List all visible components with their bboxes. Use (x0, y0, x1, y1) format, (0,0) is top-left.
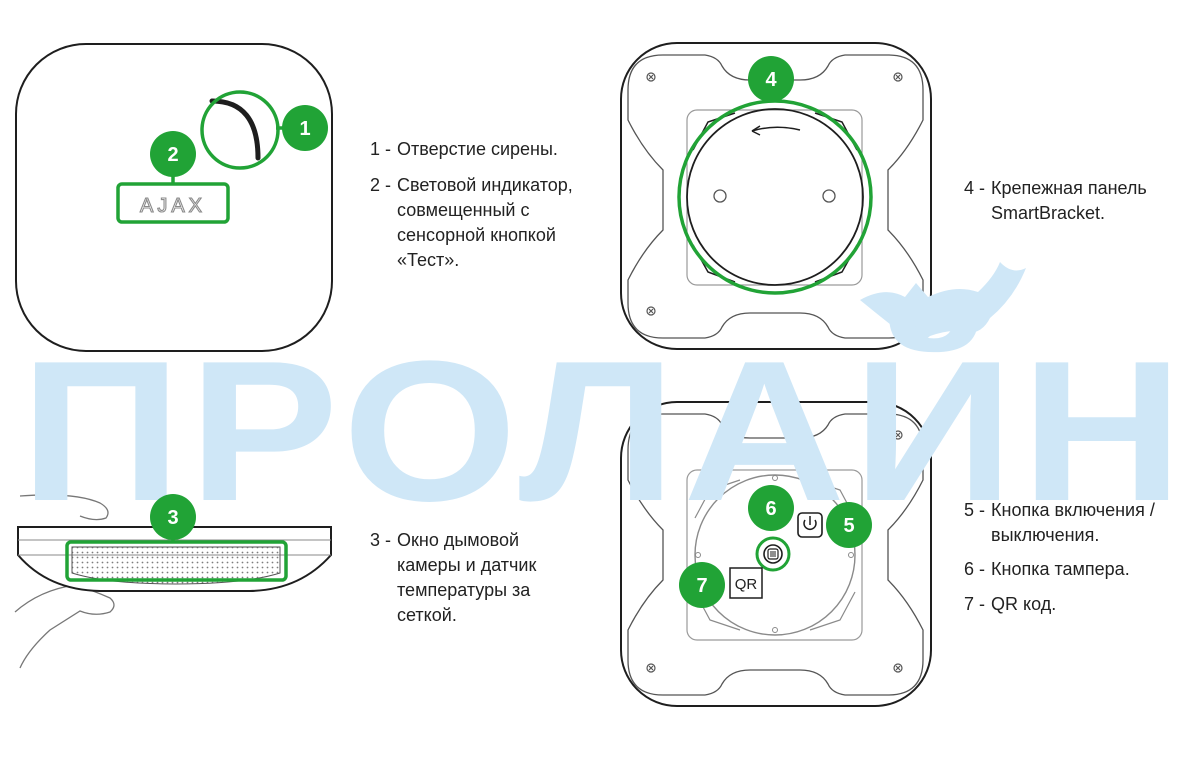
callout-number-4: 4 (765, 69, 777, 91)
tamper-highlight-circle (755, 536, 791, 572)
caption-6-number: 6 - (964, 559, 986, 579)
caption-1: 1 - Отверстие сирены. (370, 137, 590, 162)
callout-number-3: 3 (167, 507, 178, 529)
callout-number-5: 5 (843, 515, 854, 537)
qr-code: QR (729, 567, 763, 599)
device-back-view: QR (620, 401, 932, 707)
callout-badge-3: 3 (150, 494, 196, 540)
caption-7-number: 7 - (964, 594, 986, 614)
caption-4: 4 - Крепежная панель SmartBracket. (964, 176, 1164, 226)
callout-badges: 1 2 3 4 5 6 7 (150, 56, 872, 608)
callout-number-2: 2 (167, 144, 178, 166)
caption-2: 2 - Световой индикатор, совмещенный с се… (370, 173, 610, 273)
screw-icon (646, 430, 903, 673)
caption-1-number: 1 - (370, 139, 392, 159)
back-contour (627, 413, 924, 696)
qr-label: QR (735, 576, 758, 593)
caption-3: 3 - Окно дымовой камеры и датчик темпера… (370, 528, 585, 628)
mount-hole-right (822, 189, 836, 203)
watermark: ПРОЛАЙН (20, 262, 1190, 543)
tamper-icon (763, 544, 783, 564)
caption-5-number: 5 - (964, 500, 986, 520)
power-icon (797, 512, 823, 538)
caption-1-text: Отверстие сирены. (397, 139, 558, 159)
callout-badge-7: 7 (679, 562, 725, 608)
mount-hole-left (713, 189, 727, 203)
rotation-arrow-icon (751, 125, 801, 136)
callout-badge-6: 6 (748, 485, 794, 531)
caption-7: 7 - QR код. (964, 592, 1189, 617)
smoke-chamber-mesh (71, 546, 281, 585)
device-front-view: AJAX (15, 43, 333, 352)
callout-badge-4: 4 (748, 56, 794, 102)
bracket-disc (686, 108, 864, 286)
callout-number-7: 7 (696, 575, 707, 597)
smartbracket-view (620, 42, 932, 350)
callout-badge-5: 5 (826, 502, 872, 548)
bat-icon (860, 262, 1026, 346)
caption-6-text: Кнопка тампера. (991, 559, 1130, 579)
callout-badge-2: 2 (150, 131, 196, 177)
bracket-contour (627, 54, 924, 339)
caption-3-number: 3 - (370, 530, 392, 550)
caption-4-number: 4 - (964, 178, 986, 198)
caption-5: 5 - Кнопка включения / выключения. (964, 498, 1189, 548)
siren-hole-icon (209, 98, 261, 161)
caption-5-text: Кнопка включения / выключения. (991, 500, 1155, 545)
ajax-logo: AJAX (140, 195, 206, 217)
bracket-outer-body (620, 42, 932, 350)
caption-6: 6 - Кнопка тампера. (964, 557, 1189, 582)
caption-4-text: Крепежная панель SmartBracket. (991, 178, 1147, 223)
caption-2-text: Световой индикатор, совмещенный с сенсор… (397, 175, 573, 270)
back-plate (686, 469, 863, 641)
back-dots (695, 475, 854, 633)
callout-number-1: 1 (299, 118, 310, 140)
hand-icon (14, 494, 115, 669)
siren-highlight-circle (200, 90, 280, 170)
callout-badge-1: 1 (282, 105, 328, 151)
smoke-chamber-highlight-box (65, 540, 288, 582)
caption-7-text: QR код. (991, 594, 1057, 614)
caption-2-number: 2 - (370, 175, 392, 195)
caption-3-text: Окно дымовой камеры и датчик температуры… (397, 530, 537, 625)
callout-number-6: 6 (765, 498, 776, 520)
watermark-text: ПРОЛАЙН (20, 318, 1190, 543)
device-side-view (14, 494, 332, 669)
